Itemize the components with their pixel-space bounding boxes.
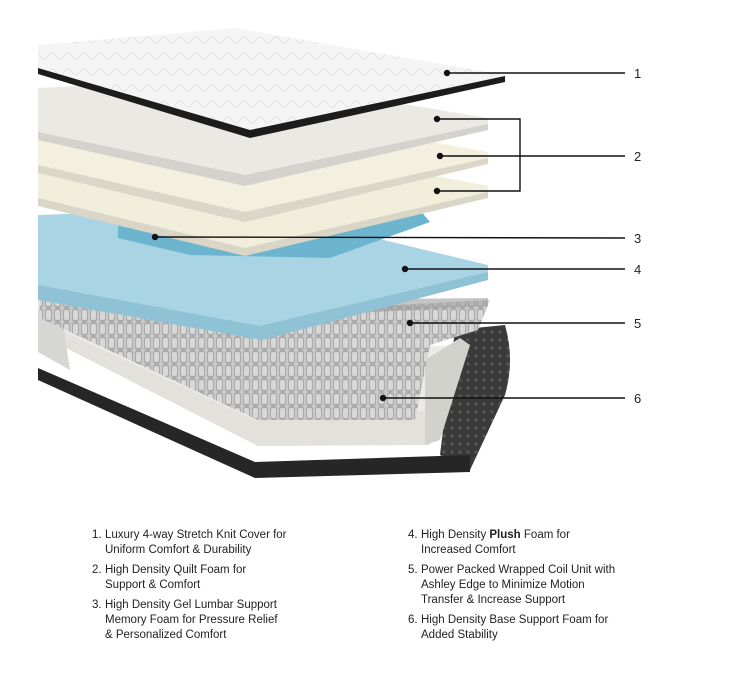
callout-number-5: 5 (634, 316, 641, 331)
callout-number-3: 3 (634, 231, 641, 246)
callout-number-6: 6 (634, 391, 641, 406)
callout-dots (151, 69, 451, 402)
edge-bottom (38, 345, 470, 478)
callout-number-1: 1 (634, 66, 641, 81)
callout-line-3 (154, 236, 626, 239)
callout-number-4: 4 (634, 262, 641, 277)
callout-bracket-2 (437, 118, 521, 192)
callout-number-2: 2 (634, 149, 641, 164)
knit-cover-layer (38, 28, 505, 138)
callout-lines (154, 72, 626, 399)
edge-trim-right (425, 338, 470, 445)
mattress-layer-diagram: 1 2 3 4 5 6 (38, 28, 641, 478)
legend-item-4-emphasis: Plush (489, 529, 521, 541)
